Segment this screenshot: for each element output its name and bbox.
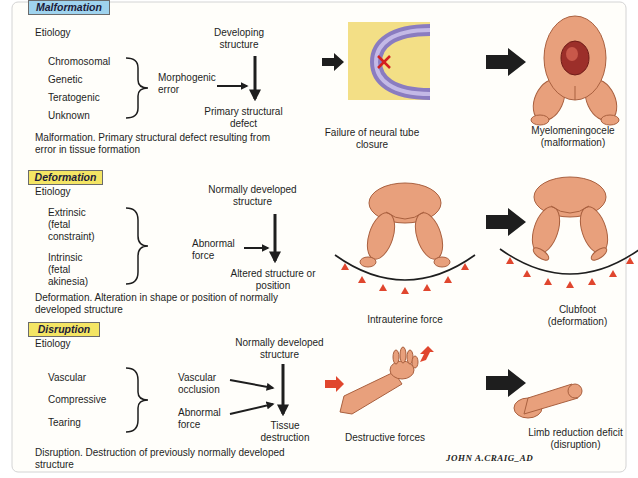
panel-heading: Deformation: [32, 171, 99, 184]
image-caption: Destructive forces: [335, 432, 435, 444]
mechanism-label: Abnormal force: [192, 238, 247, 262]
etiology-heading: Etiology: [35, 27, 95, 39]
arm-drawing: [325, 346, 434, 414]
reduced-limb-drawing: [514, 384, 582, 418]
flow-arrow: [244, 247, 268, 249]
panel-heading: Disruption: [32, 323, 96, 336]
etiology-bracket: [126, 208, 148, 284]
panel-caption: Deformation. Alteration in shape or posi…: [35, 292, 310, 316]
etiology-bracket: [126, 368, 148, 432]
panel-caption: Malformation. Primary structural defect …: [35, 132, 290, 156]
stage-label: Normally developed structure: [205, 184, 300, 208]
artist-signature: JOHN A.CRAIG_AD: [446, 452, 556, 464]
image-caption: Limb reduction deficit (disruption): [528, 427, 623, 451]
flow-arrow: [230, 404, 273, 414]
panel-heading-box: Deformation: [28, 170, 103, 185]
flow-arrow: [217, 85, 247, 87]
cause-item: Vascular: [48, 372, 128, 384]
flow-arrow: [282, 364, 285, 414]
flow-arrow: [274, 214, 277, 261]
infant-legs-drawing: [335, 183, 475, 294]
panel-heading-box: Malformation: [28, 0, 110, 15]
etiology-heading: Etiology: [35, 186, 95, 198]
mechanism-label: Morphogenic error: [158, 72, 222, 96]
cause-item: Tearing: [48, 417, 128, 429]
stage-label: Tissue destruction: [250, 420, 320, 444]
stage-label: Developing structure: [200, 27, 278, 51]
flow-arrow: [254, 56, 257, 99]
image-caption: Clubfoot (deformation): [535, 304, 620, 328]
etiology-bracket: [126, 58, 148, 118]
panel-caption: Disruption. Destruction of previously no…: [35, 447, 290, 471]
mechanism-label: Abnormal force: [178, 407, 233, 431]
cause-item: Intrinsic (fetal akinesia): [48, 252, 103, 288]
image-caption: Intrauterine force: [355, 314, 455, 326]
panel-heading: Malformation: [32, 1, 106, 14]
cause-item: Teratogenic: [48, 92, 128, 104]
stage-label: Primary structural defect: [196, 106, 291, 130]
image-caption: Myelomeningocele (malformation): [527, 125, 619, 149]
stage-label: Altered structure or position: [228, 268, 318, 292]
cause-item: Unknown: [48, 110, 128, 122]
cause-item: Compressive: [48, 394, 128, 406]
clubfoot-drawing: [500, 177, 638, 288]
mechanism-label: Vascular occlusion: [178, 372, 238, 396]
result-arrow: [486, 369, 526, 397]
etiology-heading: Etiology: [35, 338, 95, 350]
image-caption: Failure of neural tube closure: [322, 127, 422, 151]
flow-arrow: [230, 380, 273, 388]
infant-back-drawing: [527, 16, 623, 126]
cause-item: Chromosomal: [48, 56, 128, 68]
cause-item: Genetic: [48, 74, 128, 86]
cause-item: Extrinsic (fetal constraint): [48, 207, 103, 243]
result-arrow: [486, 208, 526, 236]
panel-heading-box: Disruption: [28, 322, 100, 337]
stage-label: Normally developed structure: [232, 337, 327, 361]
neural-tube-drawing: [322, 22, 430, 100]
result-arrow: [486, 48, 526, 76]
